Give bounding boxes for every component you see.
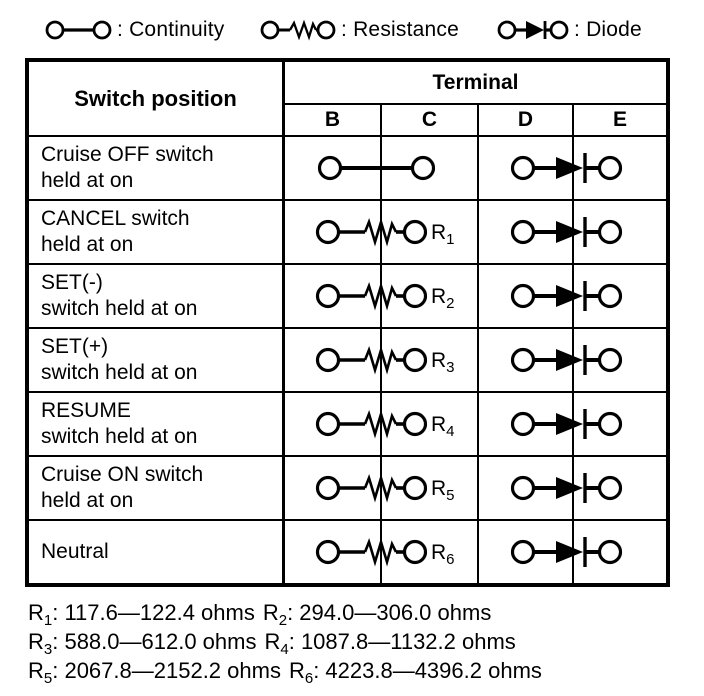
table-row-set-plus: SET(+) switch held at on R3 — [29, 327, 666, 391]
switch-position-header: Switch position — [29, 62, 285, 135]
diode-icon — [510, 151, 623, 185]
resistor-label: R1 — [431, 220, 455, 248]
resistor-label: R5 — [431, 476, 455, 504]
continuity-icon — [317, 155, 436, 181]
diode-icon — [510, 471, 623, 505]
diode-icon — [510, 279, 623, 313]
table-row-cruise-on: Cruise ON switch held at on R5 — [29, 455, 666, 519]
legend-item-diode: : Diode — [497, 16, 642, 44]
table-row-cancel: CANCEL switch held at on R1 — [29, 199, 666, 263]
terminal-de-cell — [477, 137, 666, 199]
resistance-icon — [260, 20, 336, 40]
terminal-de-cell — [477, 521, 666, 583]
resistor-label: R2 — [431, 284, 455, 312]
table-row-cruise-off: Cruise OFF switch held at on — [29, 135, 666, 199]
terminal-de-cell — [477, 201, 666, 263]
terminal-bc-cell: R3 — [285, 329, 477, 391]
switch-position-cell: SET(-) switch held at on — [29, 265, 285, 327]
terminal-bc-cell — [285, 137, 477, 199]
switch-position-cell: Neutral — [29, 521, 285, 583]
switch-position-cell: SET(+) switch held at on — [29, 329, 285, 391]
terminal-bc-cell: R5 — [285, 457, 477, 519]
legend-continuity-label: : Continuity — [117, 18, 225, 41]
switch-position-cell: CANCEL switch held at on — [29, 201, 285, 263]
column-header-e: E — [572, 105, 666, 135]
column-header-d: D — [477, 105, 572, 135]
resistor-label: R3 — [431, 348, 455, 376]
terminal-de-cell — [477, 393, 666, 455]
switch-continuity-table: Switch position Terminal B C D E Cruise … — [25, 58, 670, 587]
legend-diode-label: : Diode — [574, 18, 642, 41]
column-header-c: C — [380, 105, 477, 135]
diode-icon — [497, 19, 569, 41]
legend-item-continuity: : Continuity — [45, 16, 224, 44]
resistor-label: R6 — [431, 540, 455, 568]
terminal-bc-cell: R6 — [285, 521, 477, 583]
table-row-set-minus: SET(-) switch held at on R2 — [29, 263, 666, 327]
legend-item-resistance: : Resistance — [260, 16, 459, 44]
terminal-bc-cell: R1 — [285, 201, 477, 263]
terminal-bc-cell: R4 — [285, 393, 477, 455]
terminal-de-cell — [477, 457, 666, 519]
switch-position-cell: Cruise ON switch held at on — [29, 457, 285, 519]
diode-icon — [510, 407, 623, 441]
terminal-bc-cell: R2 — [285, 265, 477, 327]
switch-position-cell: RESUME switch held at on — [29, 393, 285, 455]
switch-position-cell: Cruise OFF switch held at on — [29, 137, 285, 199]
resistor-label: R4 — [431, 412, 455, 440]
terminal-de-cell — [477, 329, 666, 391]
table-row-resume: RESUME switch held at on R4 — [29, 391, 666, 455]
diode-icon — [510, 535, 623, 569]
table-row-neutral: Neutral R6 — [29, 519, 666, 583]
column-header-b: B — [324, 108, 341, 131]
terminal-de-cell — [477, 265, 666, 327]
legend-resistance-label: : Resistance — [341, 18, 459, 41]
continuity-icon — [45, 20, 112, 40]
diode-icon — [510, 343, 623, 377]
diode-icon — [510, 215, 623, 249]
terminal-header: Terminal — [285, 62, 666, 105]
table-header: Switch position Terminal B C D E — [29, 62, 666, 135]
